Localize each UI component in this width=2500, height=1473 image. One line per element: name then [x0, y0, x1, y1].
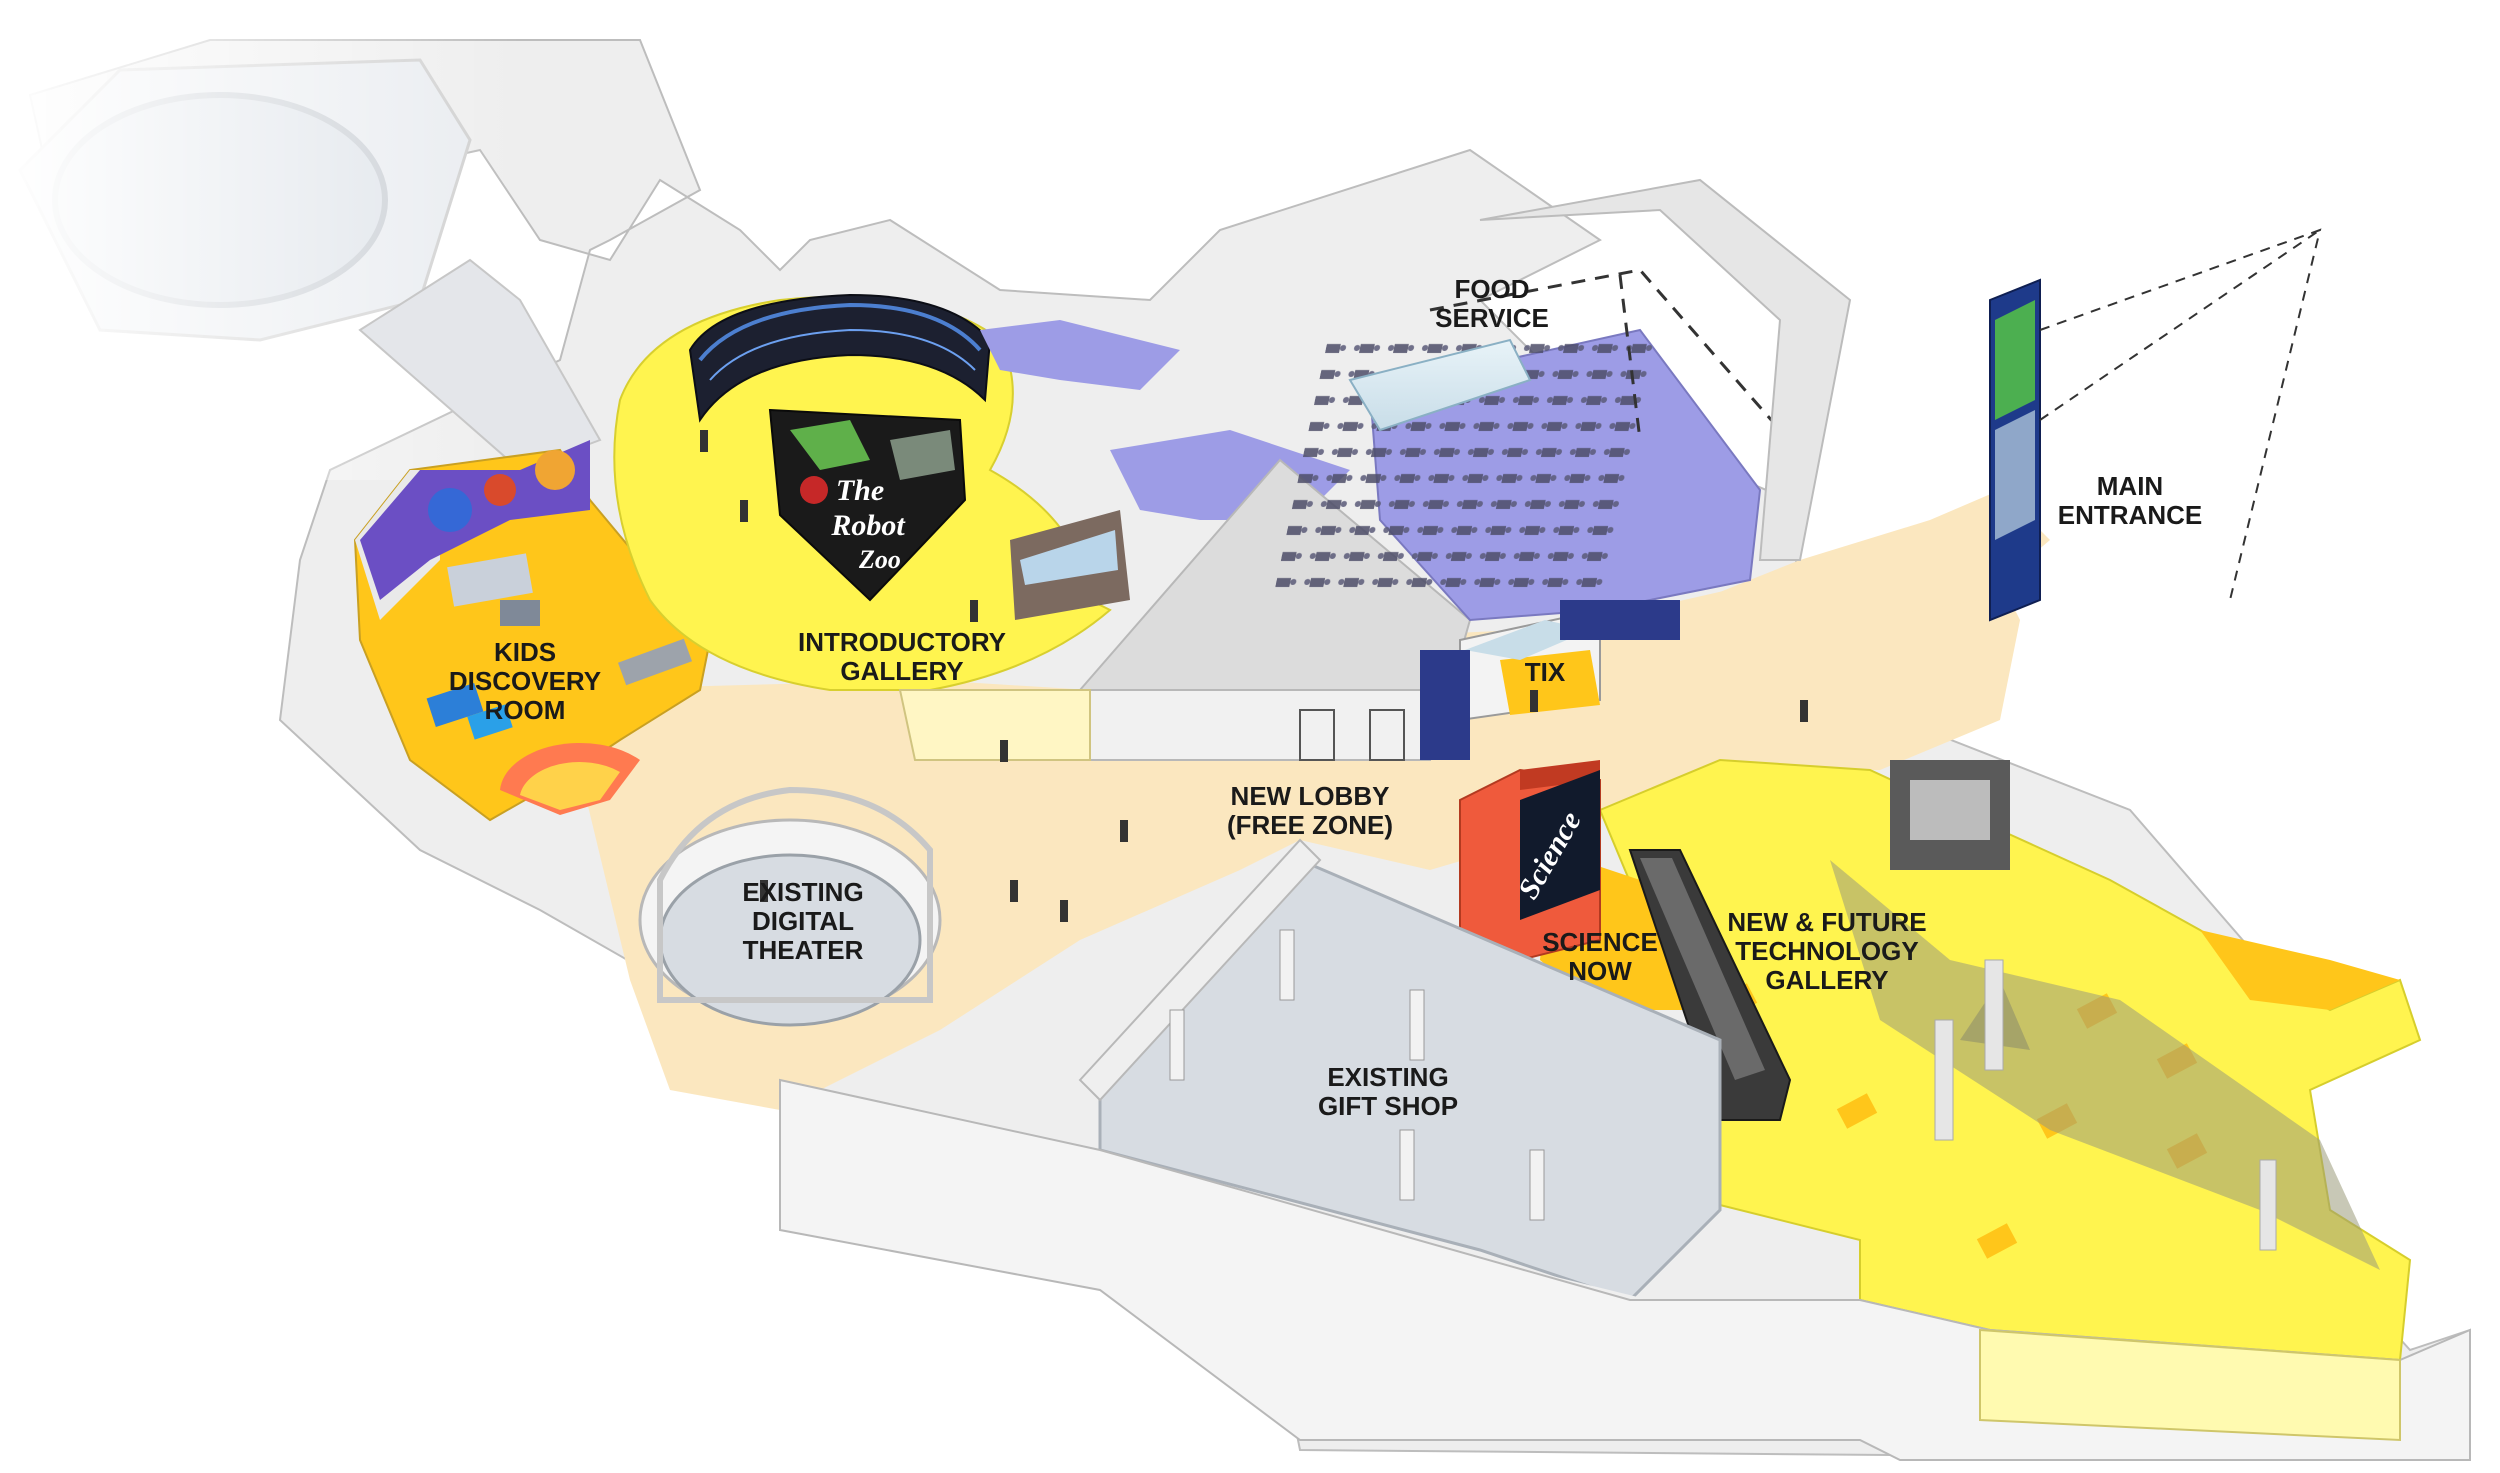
intro-label-line1: INTRODUCTORY	[798, 627, 1006, 657]
intro-label-line2: GALLERY	[840, 656, 964, 686]
theater-label-line1: EXISTING	[742, 877, 864, 907]
introductory-gallery-label: INTRODUCTORY GALLERY	[798, 628, 1006, 686]
new-future-tech-label: NEW & FUTURE TECHNOLOGY GALLERY	[1727, 908, 1926, 995]
food-service-label: FOOD SERVICE	[1435, 275, 1549, 333]
gift-label-line2: GIFT SHOP	[1317, 1091, 1459, 1121]
front-glazing	[1979, 1328, 2401, 1442]
kids-discovery-room-label: KIDS DISCOVERY ROOM	[449, 638, 601, 725]
robot-zoo-title-zoo: Zoo	[858, 545, 901, 574]
main-entrance-banners	[1989, 228, 2322, 622]
new-lobby-label: NEW LOBBY (FREE ZONE)	[1227, 782, 1393, 840]
kids-label-line3: ROOM	[484, 695, 566, 725]
theater-label-line3: THEATER	[742, 935, 864, 965]
entrance-label-line2: ENTRANCE	[2057, 500, 2203, 530]
tech-label-line2: TECHNOLOGY	[1735, 936, 1919, 966]
gift-shop	[1078, 838, 1722, 1302]
robot-zoo-title-the: The	[836, 474, 884, 507]
science-label-line1: SCIENCE	[1542, 927, 1658, 957]
kids-label-line1: KIDS	[493, 637, 557, 667]
visitor-figures	[700, 430, 1808, 922]
tech-label-line1: NEW & FUTURE	[1727, 907, 1927, 937]
lobby-label-line2: (FREE ZONE)	[1226, 810, 1394, 840]
main-entrance-label: MAIN ENTRANCE	[2058, 472, 2202, 530]
digital-theater	[638, 786, 942, 1027]
gift-label-line1: EXISTING	[1327, 1062, 1449, 1092]
robot-zoo-title-robot: Robot	[830, 509, 906, 542]
ticket-booth	[1420, 600, 1680, 760]
tech-label-line3: GALLERY	[1765, 965, 1889, 995]
kids-label-line2: DISCOVERY	[448, 666, 602, 696]
new-future-tech-gallery	[1598, 758, 2422, 1362]
food-label-line1: FOOD	[1454, 274, 1530, 304]
digital-theater-label: EXISTING DIGITAL THEATER	[742, 878, 863, 965]
introductory-gallery: The Robot Zoo	[613, 293, 1130, 691]
food-service-area	[1272, 178, 1852, 622]
tix-label: TIX	[1525, 658, 1565, 687]
kids-discovery-room	[353, 440, 712, 822]
food-label-line2: SERVICE	[1435, 303, 1549, 333]
lobby-label-line1: NEW LOBBY	[1230, 781, 1390, 811]
entrance-label-line1: MAIN	[2096, 471, 2164, 501]
gift-shop-label: EXISTING GIFT SHOP	[1318, 1063, 1458, 1121]
purple-wedge-upper	[980, 320, 1180, 390]
upper-lobby-floor	[1700, 490, 2050, 640]
science-now-label: SCIENCE NOW	[1542, 928, 1658, 986]
theater-label-line2: DIGITAL	[751, 906, 855, 936]
science-now-kiosk: Science	[1459, 760, 1792, 1121]
tix-label-text: TIX	[1524, 657, 1566, 687]
science-label-line2: NOW	[1568, 956, 1632, 986]
